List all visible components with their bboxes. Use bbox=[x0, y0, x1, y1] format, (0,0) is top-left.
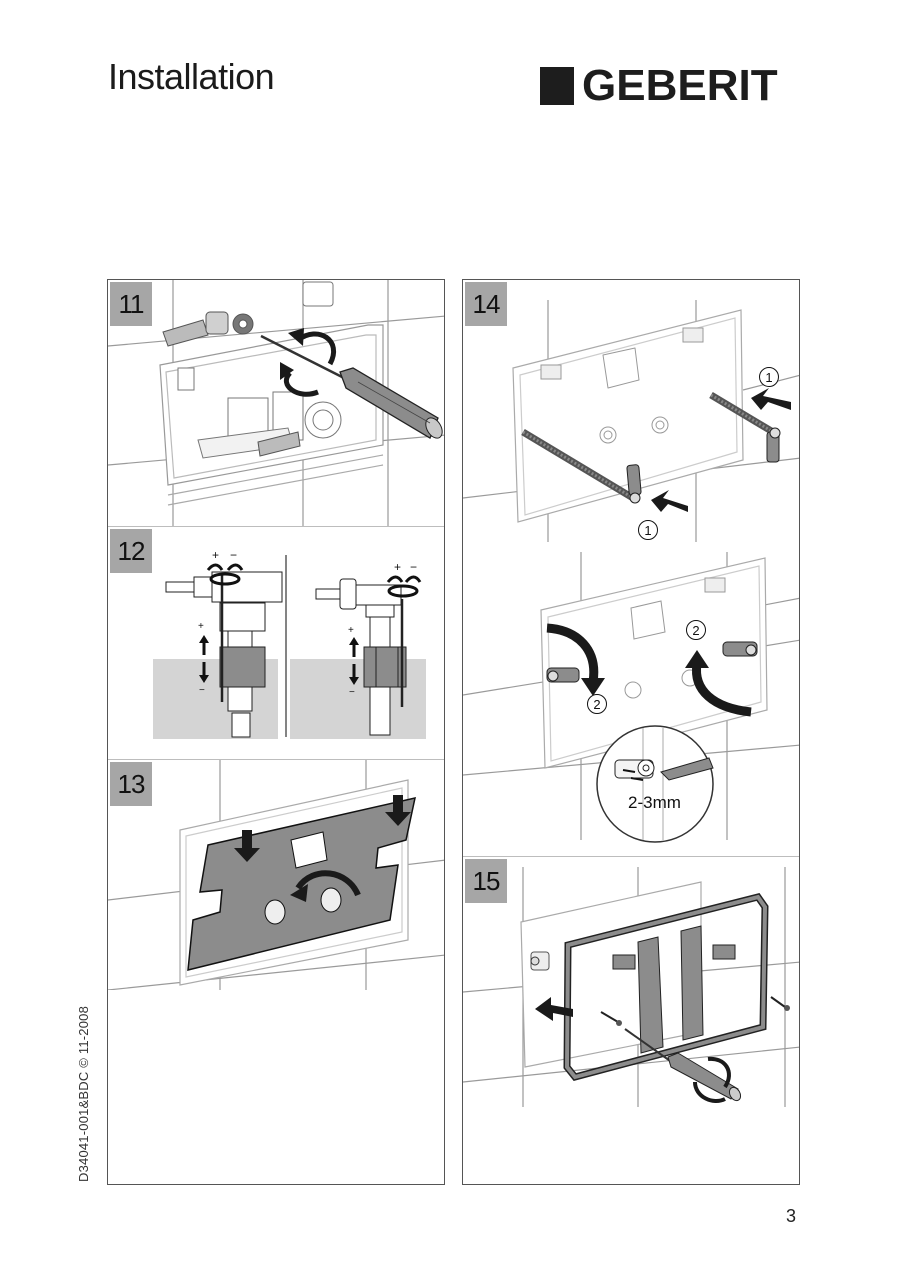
logo-wordmark: GEBERIT bbox=[582, 61, 778, 110]
step-number-badge: 13 bbox=[110, 762, 152, 806]
geberit-logo: GEBERIT bbox=[540, 61, 778, 110]
left-column: 11 bbox=[107, 279, 445, 1185]
callout-1: 1 bbox=[638, 520, 658, 540]
step-12-panel: 12 + − + bbox=[108, 527, 444, 759]
logo-square-icon bbox=[540, 67, 574, 105]
page-title: Installation bbox=[108, 56, 275, 97]
svg-text:+: + bbox=[394, 560, 401, 574]
callout-2: 2 bbox=[587, 694, 607, 714]
svg-text:−: − bbox=[199, 685, 205, 696]
step-number-badge: 12 bbox=[110, 529, 152, 573]
step-number-badge: 15 bbox=[465, 859, 507, 903]
svg-text:+: + bbox=[348, 625, 354, 636]
step-14-panel: 14 bbox=[463, 280, 799, 852]
cistern-connector-illustration bbox=[108, 280, 444, 526]
threaded-rod-illustration bbox=[463, 300, 799, 843]
panel-divider bbox=[463, 856, 799, 857]
panel-divider bbox=[108, 526, 444, 527]
right-column: 14 bbox=[462, 279, 800, 1185]
adjust-plus-label: + bbox=[212, 548, 219, 562]
measurement-label: 2-3mm bbox=[628, 793, 681, 812]
protective-cover-illustration bbox=[108, 760, 444, 990]
page-number: 3 bbox=[786, 1206, 797, 1226]
callout-2: 2 bbox=[686, 620, 706, 640]
step-number-badge: 11 bbox=[110, 282, 152, 326]
svg-text:+: + bbox=[198, 621, 204, 632]
step-11-panel: 11 bbox=[108, 280, 444, 526]
step-number-badge: 14 bbox=[465, 282, 507, 326]
panel-divider bbox=[108, 759, 444, 760]
callout-1: 1 bbox=[759, 367, 779, 387]
document-code: D34041-001&BDC © 11-2008 bbox=[76, 1005, 91, 1182]
fill-valve-adjustment-illustration: + − + − + − + bbox=[153, 548, 426, 739]
svg-text:−: − bbox=[410, 560, 417, 574]
mounting-frame-illustration bbox=[463, 867, 799, 1107]
step-13-panel: 13 bbox=[108, 760, 444, 1184]
adjust-minus-label: − bbox=[230, 548, 237, 562]
svg-text:−: − bbox=[349, 687, 355, 698]
step-15-panel: 15 bbox=[463, 857, 799, 1184]
